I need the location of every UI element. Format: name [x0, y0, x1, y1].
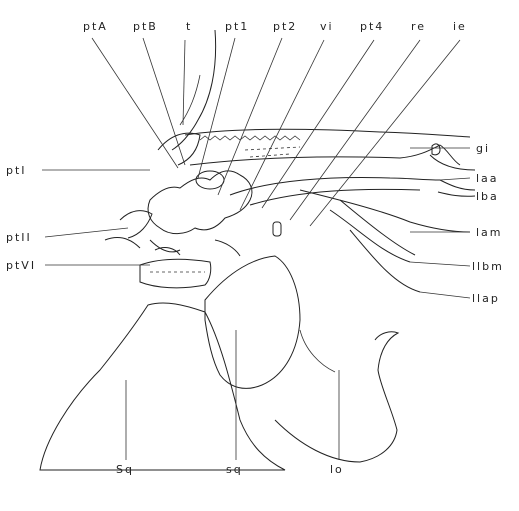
gill-upper: [185, 129, 470, 137]
leader-vi: [240, 40, 324, 210]
label-llap: llap: [472, 292, 500, 305]
label-re: re: [411, 20, 426, 33]
vi-cylinder: [273, 222, 281, 236]
label-vi: vi: [320, 20, 334, 33]
leader-pt1-top: [198, 38, 235, 178]
lobe-sq-outline: [205, 256, 300, 388]
leader-ptII: [45, 228, 128, 237]
lobe-Sq-outline: [40, 303, 285, 470]
leader-ie: [310, 40, 460, 226]
leader-t: [183, 40, 185, 125]
leader-ptB: [143, 38, 185, 165]
ptVI-plate: [140, 259, 211, 288]
vessel-llap: [350, 230, 420, 292]
gill-lower: [190, 145, 440, 165]
label-pt1-top: pt1: [225, 20, 249, 33]
label-lam: lam: [476, 226, 503, 239]
label-gi: gi: [476, 142, 490, 155]
vessel-lba: [438, 180, 475, 196]
label-ptB: ptB: [133, 20, 158, 33]
node-laa: [432, 144, 440, 155]
ptA-curve: [158, 133, 200, 165]
label-sq: sq: [226, 463, 243, 476]
gill-dashes: [245, 147, 300, 157]
gill-serrations: [200, 136, 300, 140]
pt-lobes: [105, 211, 180, 252]
lobe-lo-inner: [300, 330, 335, 372]
pt-complex-outline: [148, 171, 252, 234]
label-t: t: [186, 20, 192, 33]
label-lo: lo: [330, 463, 344, 476]
vessel-trunk: [230, 178, 440, 205]
leader-llbm: [410, 262, 470, 266]
drawing: [40, 30, 475, 470]
label-ptI: ptI: [6, 164, 27, 177]
leader-lines: [42, 38, 470, 460]
label-ie: ie: [453, 20, 467, 33]
label-ptII: ptII: [6, 231, 32, 244]
label-ptVI: ptVI: [6, 259, 36, 272]
label-laa: laa: [476, 172, 499, 185]
label-Sq: Sq: [116, 463, 134, 476]
label-llbm: llbm: [472, 260, 504, 273]
label-pt2: pt2: [273, 20, 297, 33]
leader-pt4: [262, 40, 374, 208]
leader-laa: [440, 178, 470, 180]
label-pt4: pt4: [360, 20, 384, 33]
leader-llap: [420, 292, 470, 298]
vessel-lam: [300, 190, 470, 232]
pt-lower-fragments: [155, 240, 240, 256]
labels: ptA ptB t pt1 pt2 vi pt4 re ie gi laa lb…: [6, 20, 504, 476]
vessel-laa: [430, 145, 475, 170]
label-ptA: ptA: [83, 20, 108, 33]
leader-ptA: [92, 38, 178, 168]
label-lba: lba: [476, 190, 499, 203]
leader-pt2: [218, 38, 282, 195]
